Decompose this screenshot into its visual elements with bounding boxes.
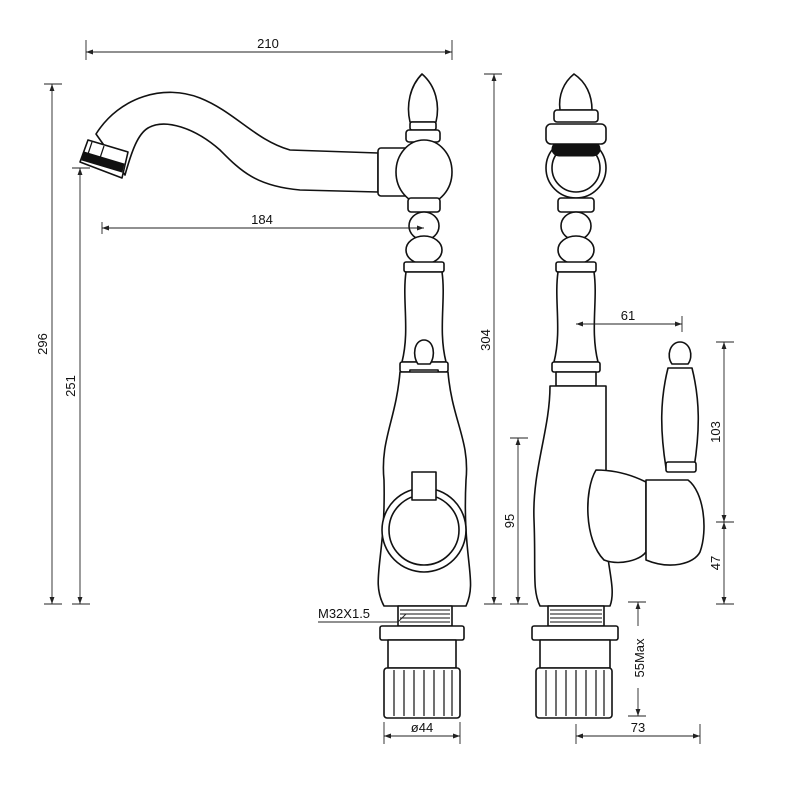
dim-lever-offset: 61 [621,308,635,323]
dimensions: 210 184 296 251 304 95 61 103 [35,36,734,744]
thread [397,605,453,627]
dim-height-296: 296 [35,333,50,355]
side-view [531,73,705,719]
dim-spout-reach: 184 [251,212,273,227]
dim-body-height: 95 [502,514,517,528]
dim-height-251: 251 [63,375,78,397]
side-lever [668,341,692,365]
dim-max-thickness: 55Max [632,638,647,678]
lever-handle [413,339,435,365]
cartridge-side [587,469,647,564]
front-view [79,73,472,719]
dim-height-304: 304 [478,329,493,351]
dim-handle-bottom: 47 [708,556,723,570]
dim-handle-height: 103 [708,421,723,443]
dim-base-width: 73 [631,720,645,735]
top-finial [407,73,439,123]
dim-thread: M32X1.5 [318,606,370,621]
aerator [79,139,129,179]
shank [383,667,461,719]
mounting-nut [379,625,465,641]
ball-joint [395,139,453,205]
dim-shank-diameter: ø44 [411,720,433,735]
dim-total-reach: 210 [257,36,279,51]
spout [95,91,379,193]
